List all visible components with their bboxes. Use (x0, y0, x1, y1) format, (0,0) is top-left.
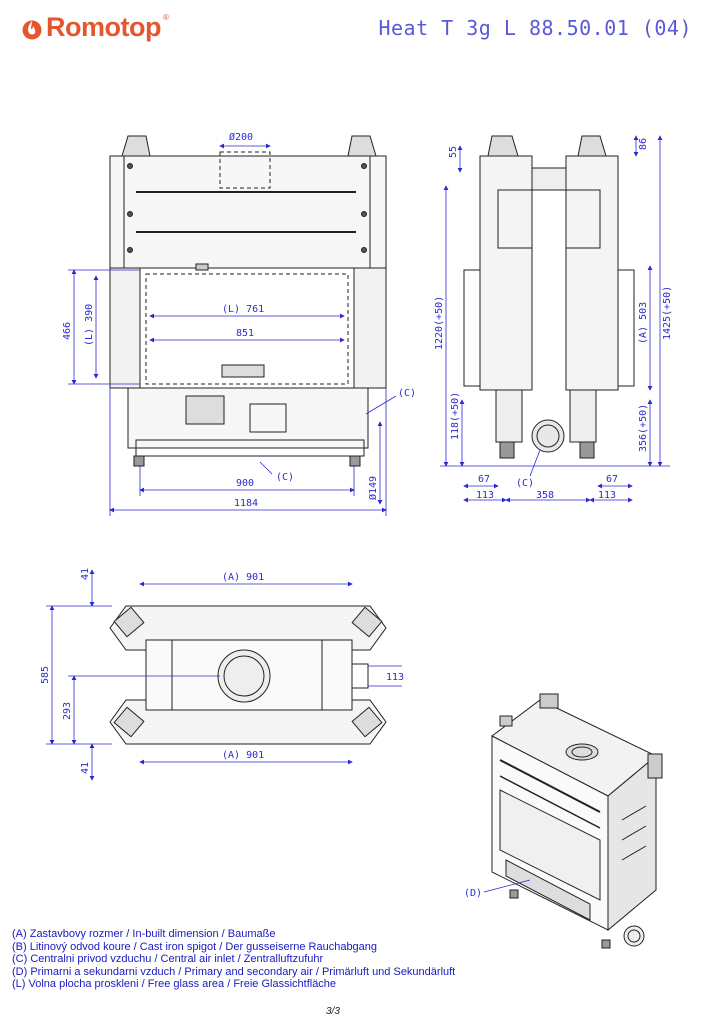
dim-86-label: 86 (638, 138, 649, 150)
document-code: Heat T 3g L 88.50.01 (04) (378, 16, 692, 40)
legend-item-b: (B) Litinový odvod koure / Cast iron spi… (12, 940, 378, 953)
dim-503-label: (A) 503 (638, 302, 649, 344)
height-466-label: 466 (62, 322, 73, 340)
dim-41-top-label: 41 (80, 568, 91, 580)
plan-dim-113-label: 113 (386, 672, 404, 683)
front-view-dimensions (68, 143, 397, 516)
inlet-diameter-label: Ø149 (367, 476, 379, 500)
flame-icon (22, 20, 42, 39)
depth-293-label: 293 (62, 702, 73, 720)
legend-item-a: (A) Zastavbovy rozmer / In-built dimensi… (12, 928, 276, 940)
dim-1425-label: 1425(+50) (662, 286, 673, 340)
plan-view-dimensions (46, 569, 402, 781)
side-view (463, 135, 635, 459)
dim-67-right-label: 67 (606, 474, 618, 485)
legend: (A) Zastavbovy rozmer / In-built dimensi… (12, 928, 455, 991)
dim-1220-label: 1220(+50) (434, 296, 445, 350)
legend-item-l: (L) Volna plocha proskleni / Free glass … (12, 978, 337, 990)
dim-41-bottom-label: 41 (80, 762, 91, 774)
glass-width-label: (L) 761 (222, 304, 264, 315)
dim-358-label: 358 (536, 490, 554, 501)
registered-mark: ® (162, 13, 169, 22)
dim-55-label: 55 (448, 146, 459, 158)
side-view-dimensions (440, 135, 670, 503)
plan-view (109, 605, 387, 745)
brand-name: Romotop (46, 12, 161, 42)
isometric-view (491, 693, 663, 949)
callout-c-side: (C) (398, 388, 416, 399)
plan-top-width-label: (A) 901 (222, 572, 264, 583)
dim-113-left-label: 113 (476, 490, 494, 501)
width-851-label: 851 (236, 328, 254, 339)
dim-113-right-label: 113 (598, 490, 616, 501)
legend-item-c: (C) Centralni privod vzduchu / Central a… (12, 953, 324, 965)
width-1184-label: 1184 (234, 498, 258, 509)
callout-c-bottom: (C) (276, 472, 294, 483)
iso-callout-line (483, 879, 531, 893)
page-number: 3/3 (326, 1006, 340, 1017)
dim-356-label: 356(+50) (638, 404, 649, 452)
width-900-label: 900 (236, 478, 254, 489)
romotop-logo: Romotop ® (22, 12, 171, 43)
plan-bottom-width-label: (A) 901 (222, 750, 264, 761)
flue-diameter-label: Ø200 (229, 131, 253, 143)
depth-585-label: 585 (40, 666, 51, 684)
dim-67-left-label: 67 (478, 474, 490, 485)
legend-item-d: (D) Primarni a sekundarni vzduch / Prima… (12, 965, 456, 978)
front-view (109, 135, 387, 467)
side-callout-c: (C) (516, 478, 534, 489)
glass-height-label: (L) 390 (84, 304, 95, 346)
dim-118-label: 118(+50) (450, 392, 461, 440)
iso-callout-d: (D) (464, 888, 482, 899)
